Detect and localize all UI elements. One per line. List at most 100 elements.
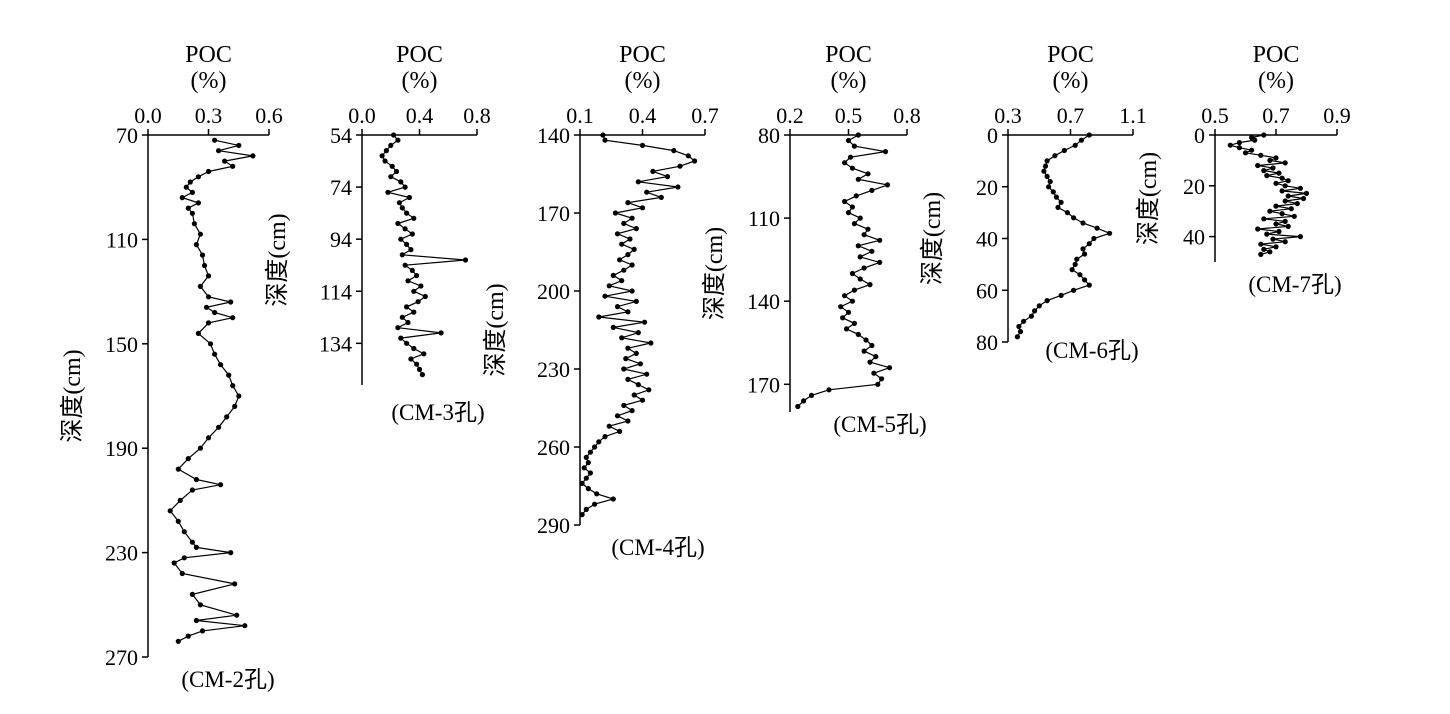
- panel-3-data-point: [587, 449, 594, 455]
- panel-1-data-point: [185, 205, 191, 211]
- panel-4-data-point: [882, 149, 889, 155]
- panel-4-data-point: [877, 259, 883, 265]
- panel-3-data-point: [583, 454, 589, 460]
- panel-1-x-tick-label: 0.6: [255, 103, 283, 128]
- panel-4-y-tick-label: 80: [758, 123, 780, 148]
- panel-4-data-point: [873, 354, 879, 360]
- panel-2-data-point: [391, 132, 397, 138]
- panel-4-data-point: [861, 348, 867, 354]
- panel-2-data-point: [398, 236, 404, 242]
- panel-1-data-point: [234, 612, 240, 618]
- panel-5-data-point: [1086, 241, 1092, 247]
- panel-4-data-point: [865, 171, 871, 177]
- panel-5-data-point: [1082, 251, 1088, 257]
- panel-6-data-point: [1273, 155, 1279, 161]
- panel-4-y-axis-label: 深度(cm): [701, 227, 728, 320]
- panel-6-data-point: [1282, 183, 1288, 189]
- panel-1-data-point: [230, 163, 236, 169]
- panel-6-data-point: [1255, 162, 1261, 169]
- panel-3-x-tick-label: 0.7: [691, 103, 719, 128]
- panel-3-caption: (CM-4孔): [611, 535, 704, 560]
- panel-2-data-point: [411, 215, 417, 221]
- panel-3-y-tick-label: 170: [537, 201, 570, 226]
- panel-3-data-point: [592, 501, 598, 507]
- panel-3-data-point: [610, 496, 616, 502]
- panel-1-data-point: [189, 210, 195, 216]
- panel-4-title-line-1: POC: [825, 42, 872, 68]
- panel-5-data-point: [1014, 334, 1021, 340]
- panel-6-data-point: [1255, 226, 1261, 232]
- panel-4-data-point: [877, 237, 883, 243]
- panel-3-title-line-2: (%): [625, 68, 661, 94]
- panel-5-data-point: [1058, 292, 1064, 298]
- panel-3-data-point: [602, 293, 608, 299]
- panel-2-data-point: [416, 366, 423, 372]
- panel-5-data-point: [1091, 235, 1097, 242]
- panel-6-data-point: [1242, 150, 1249, 156]
- panel-1-title-line-2: (%): [191, 68, 227, 94]
- panel-3-data-point: [579, 480, 585, 486]
- panel-3-y-tick-label: 200: [537, 279, 570, 304]
- panel-1-data-point: [197, 445, 203, 451]
- panel-2-y-tick-label: 94: [330, 227, 352, 252]
- panel-5-data-point: [1061, 147, 1067, 154]
- panel-5-data-point: [1107, 230, 1113, 236]
- panel-2-data-point: [414, 361, 420, 367]
- panel-1-data-point: [197, 283, 203, 289]
- panel-6-data-point: [1288, 206, 1294, 212]
- panel-6-data-point: [1282, 218, 1288, 224]
- panel-3-data-point: [596, 314, 602, 320]
- panel-2-data-point: [395, 220, 401, 227]
- panel-3-data-point: [658, 194, 664, 200]
- panel-2-data-point: [402, 262, 408, 268]
- panel-4-caption: (CM-5孔): [833, 412, 926, 437]
- panel-5-data-point: [1032, 308, 1038, 314]
- panel-3-data-point: [625, 418, 631, 424]
- panel-5-data-point: [1055, 204, 1061, 210]
- panel-1-data-point: [195, 174, 201, 180]
- panel-3-data-point: [633, 350, 639, 356]
- panel-1-data-point: [205, 168, 212, 175]
- panel-2-data-point: [395, 137, 401, 143]
- panel-5-title-line-2: (%): [1053, 68, 1089, 94]
- panel-1-data-point: [179, 570, 185, 577]
- panel-2-y-tick-label: 74: [330, 175, 352, 200]
- panel-3-y-tick-label: 260: [537, 435, 570, 460]
- panel-1-data-point: [203, 304, 210, 310]
- panel-4-data-point: [838, 304, 844, 310]
- panel-2-data-point: [404, 241, 410, 247]
- panel-4-y-tick-label: 110: [748, 206, 780, 231]
- panel-3-data-point: [619, 241, 625, 247]
- panel-1-y-tick-label: 230: [105, 541, 138, 566]
- panel-2-data-point: [398, 335, 404, 341]
- panel-6-data-point: [1285, 223, 1291, 229]
- panel-1-data-point: [228, 550, 234, 556]
- panel-5-data-point: [1052, 153, 1058, 159]
- panel-1-data-point: [189, 539, 195, 545]
- panel-3-data-point: [621, 402, 627, 408]
- panel-3-data-point: [631, 392, 637, 398]
- panel-1-data-point: [177, 497, 183, 503]
- panel-5-data-point: [1053, 194, 1059, 200]
- panel-3-data-point: [621, 366, 627, 372]
- panel-1-data-point: [250, 153, 256, 159]
- panel-5-data-point: [1044, 158, 1050, 164]
- panel-6-data-point: [1276, 228, 1282, 235]
- panel-2-data-point: [382, 158, 388, 164]
- panel-6-data-point: [1273, 244, 1279, 250]
- panel-3-data-point: [631, 246, 637, 252]
- panel-4-data-point: [849, 298, 856, 304]
- panel-3-data-point: [579, 511, 585, 518]
- panel-6-x-tick-label: 0.9: [1323, 103, 1351, 128]
- panel-5-data-point: [1072, 142, 1078, 148]
- panel-3-data-point: [619, 278, 625, 284]
- panel-6-data-point: [1236, 140, 1242, 146]
- panel-3-data-point: [610, 272, 616, 278]
- panel-6-data-point: [1291, 213, 1297, 219]
- panel-5-data-point: [1071, 287, 1077, 293]
- panel-1-data-point: [189, 591, 195, 598]
- panel-6-caption: (CM-7孔): [1248, 272, 1341, 297]
- panel-3-data-point: [614, 304, 621, 310]
- panel-2-data-point: [419, 372, 425, 378]
- panel-4-data-point: [857, 254, 863, 260]
